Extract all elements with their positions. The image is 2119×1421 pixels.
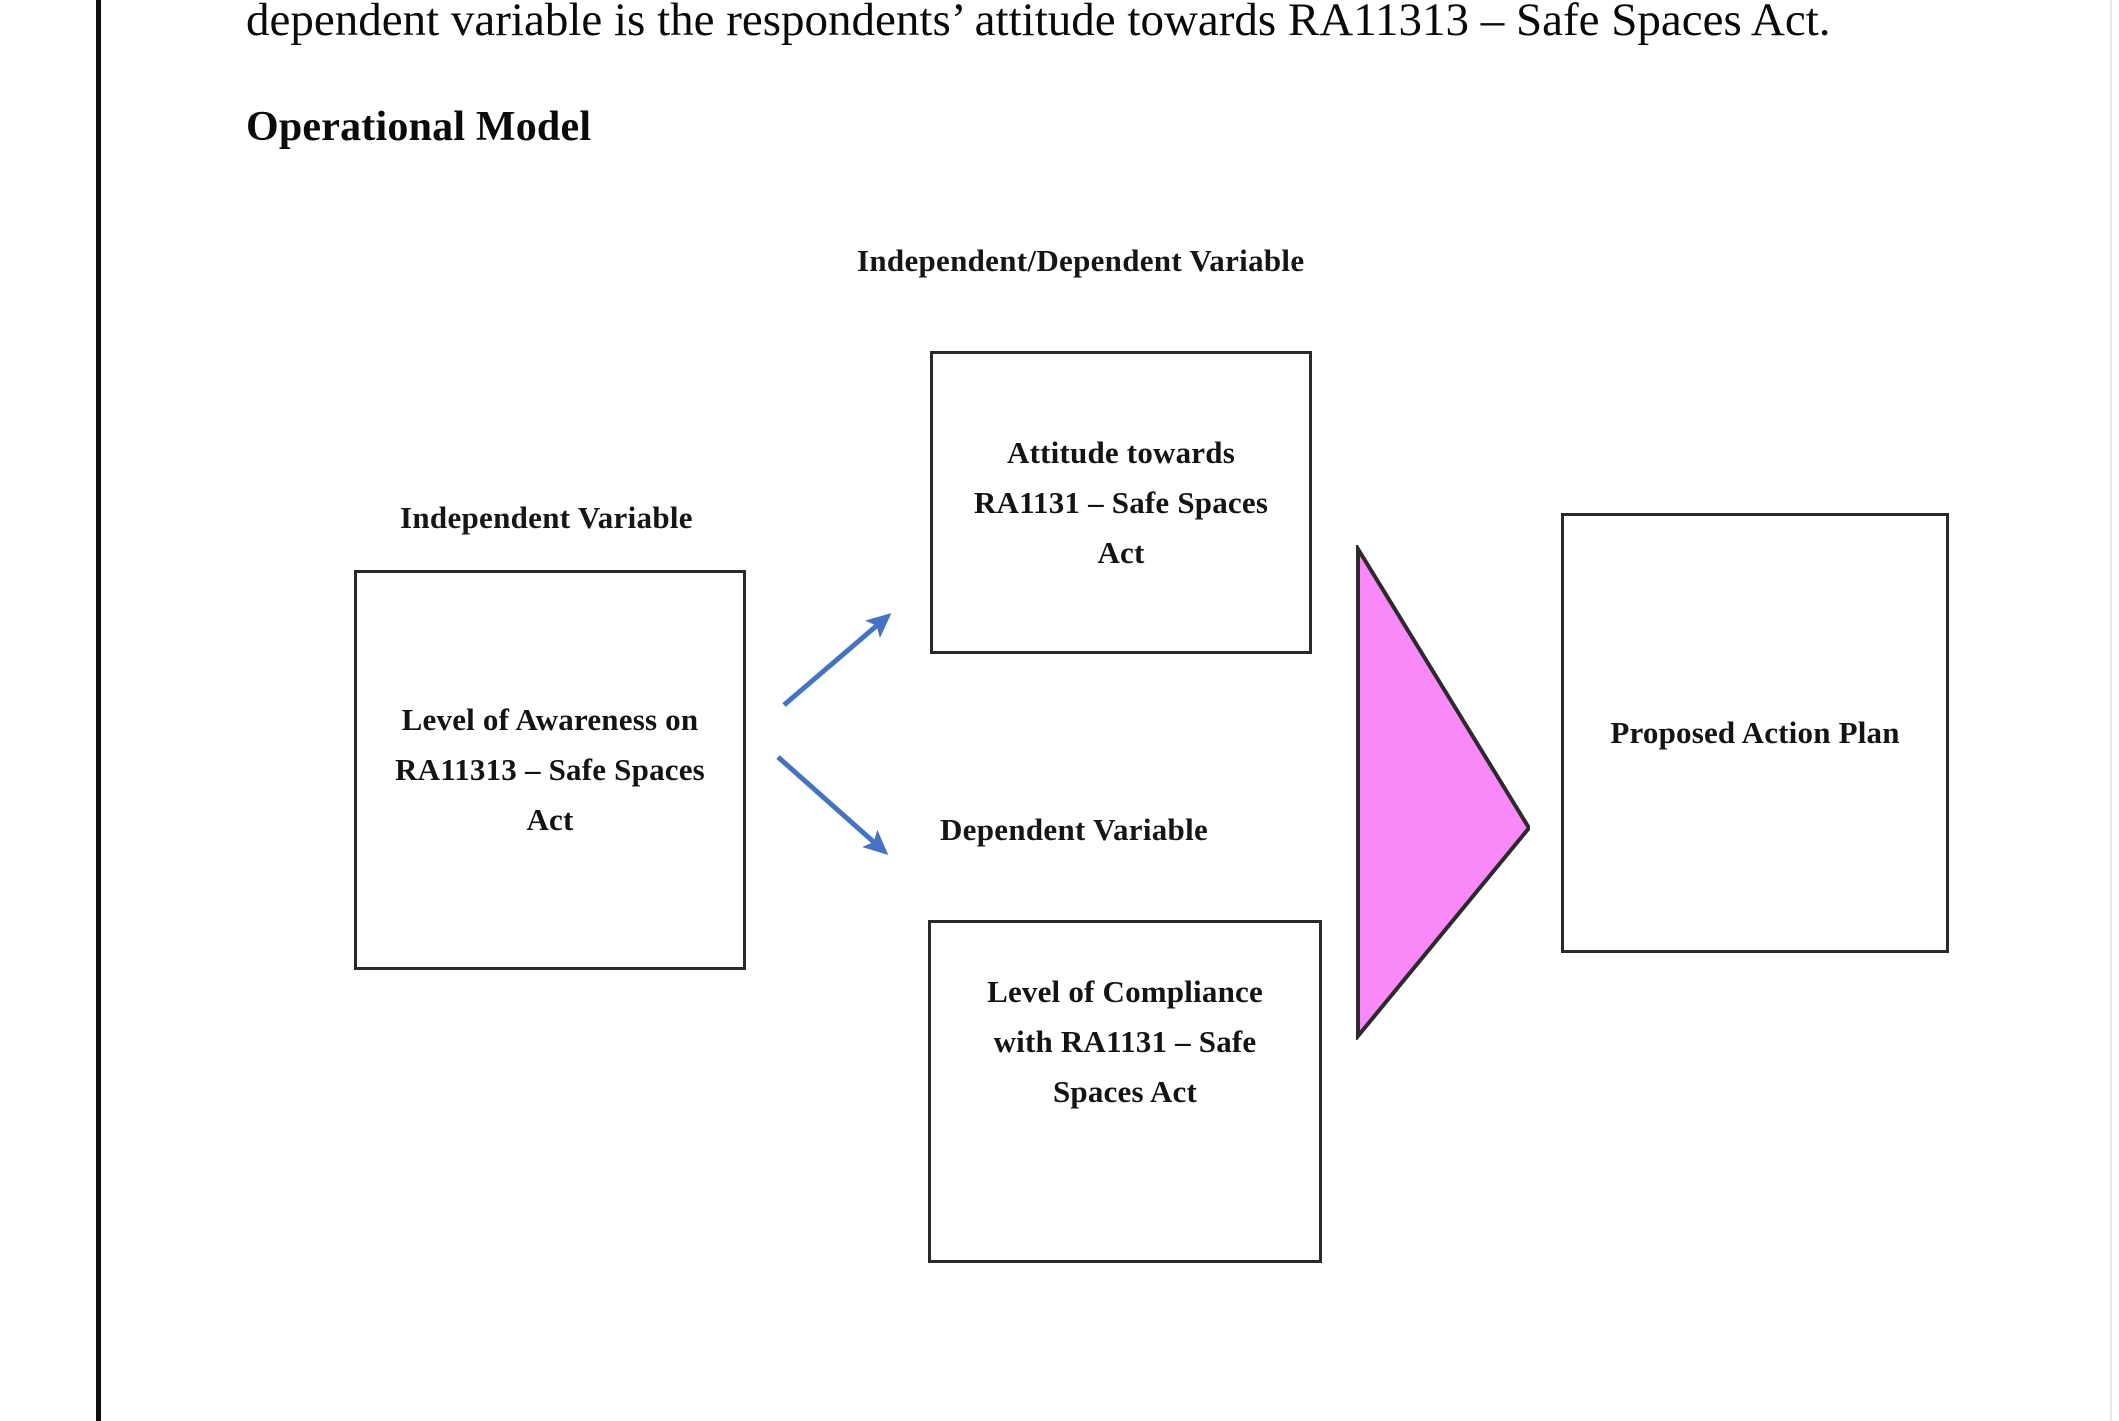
node-box-proposed-action-plan: Proposed Action Plan <box>1561 513 1949 953</box>
body-paragraph: dependent variable is the respondents’ a… <box>246 0 1831 46</box>
node-box-compliance: Level of Compliance with RA1131 – Safe S… <box>928 920 1322 1263</box>
chevron-shape <box>1356 545 1530 1040</box>
node-label-proposed-action-plan: Proposed Action Plan <box>1610 715 1900 750</box>
label-independent-variable: Independent Variable <box>400 500 693 535</box>
arrow-awareness-to-attitude <box>782 613 892 707</box>
label-independent-dependent-variable: Independent/Dependent Variable <box>857 243 1305 278</box>
label-dependent-variable: Dependent Variable <box>940 812 1209 847</box>
pink-chevron-arrow <box>1356 545 1530 1040</box>
section-heading-operational-model: Operational Model <box>246 104 592 150</box>
node-box-independent-variable: Level of Awareness on RA11313 – Safe Spa… <box>354 570 746 970</box>
node-box-attitude: Attitude towards RA1131 – Safe Spaces Ac… <box>930 351 1312 654</box>
node-label-level-of-awareness: Level of Awareness on RA11313 – Safe Spa… <box>395 702 705 837</box>
arrow-awareness-to-compliance <box>776 755 889 855</box>
page-left-rule <box>96 0 101 1421</box>
node-label-attitude-towards-ra1131: Attitude towards RA1131 – Safe Spaces Ac… <box>973 434 1269 570</box>
page-right-edge <box>2110 0 2112 1421</box>
node-label-level-of-compliance: Level of Compliance with RA1131 – Safe S… <box>987 974 1263 1109</box>
